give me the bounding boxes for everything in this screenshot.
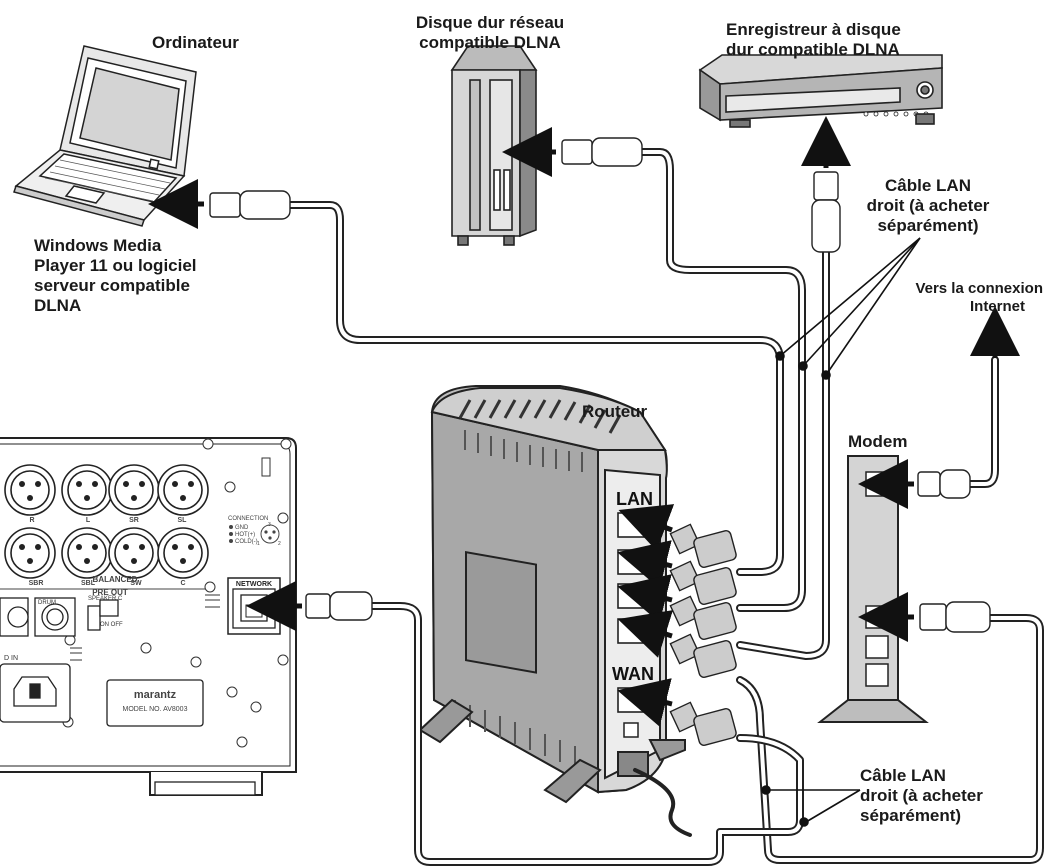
cable-label-bottom: Câble LAN droit (à acheter séparément) xyxy=(860,766,983,826)
internet-label-line: Internet xyxy=(969,298,1025,315)
svg-text:SPEAKER C: SPEAKER C xyxy=(88,596,123,602)
xlr-label: SL xyxy=(178,517,188,524)
svg-text:ON OFF: ON OFF xyxy=(100,622,123,628)
nas-label: Disque dur réseau compatible DLNA xyxy=(395,13,585,53)
cable-label-line: séparément) xyxy=(860,806,962,825)
hdd-recorder xyxy=(698,54,943,128)
av-receiver-rear-panel: R L SR SL SBR SBL SW C BALANCED PRE OUT … xyxy=(0,437,297,796)
xlr-label: SBL xyxy=(81,580,96,587)
xlr-label: SR xyxy=(129,517,139,524)
svg-text:CONNECTION: CONNECTION xyxy=(228,516,268,522)
svg-text:2: 2 xyxy=(278,541,281,547)
connection-info: CONNECTION GND HOT(+) COLD(-) 1 2 3 xyxy=(228,516,281,547)
label-leader-lines xyxy=(761,237,921,827)
router-plug xyxy=(669,523,737,746)
xlr-label: SW xyxy=(130,580,142,587)
svg-text:D IN: D IN xyxy=(4,655,18,662)
router xyxy=(418,385,686,804)
router-title: Routeur xyxy=(582,402,648,421)
xlr-label: L xyxy=(86,517,91,524)
pre-out-label: PRE OUT xyxy=(92,588,128,597)
brand-logo: marantz xyxy=(134,689,177,701)
internet-label-line: Vers la connexion xyxy=(915,280,1043,297)
network-port-label: NETWORK xyxy=(236,581,272,588)
recorder-label: Enregistreur à disque dur compatible DLN… xyxy=(726,20,901,60)
lan-cables xyxy=(286,148,1044,866)
modem-title: Modem xyxy=(848,432,908,451)
network-hard-disk xyxy=(450,45,538,246)
software-label-line: Player 11 ou logiciel xyxy=(34,256,197,275)
balanced-label: BALANCED xyxy=(93,575,138,584)
software-label-line: DLNA xyxy=(34,296,82,315)
router-wan-label: WAN xyxy=(612,664,654,684)
modem xyxy=(817,455,929,723)
software-label-line: serveur compatible xyxy=(34,276,190,295)
nas-label-line: compatible DLNA xyxy=(419,33,561,52)
svg-text:COLD(-): COLD(-) xyxy=(235,539,258,545)
software-label: Windows Media Player 11 ou logiciel serv… xyxy=(34,236,197,316)
software-label-line: Windows Media xyxy=(34,236,162,255)
svg-text:GND: GND xyxy=(235,525,249,531)
xlr-label: SBR xyxy=(29,580,44,587)
internet-label: Vers la connexion Internet xyxy=(893,280,1043,316)
connection-arrow xyxy=(148,116,1020,727)
svg-text:HOT(+): HOT(+) xyxy=(235,532,255,538)
svg-text:3: 3 xyxy=(268,522,271,528)
cable-label-line: séparément) xyxy=(877,216,979,235)
model-number: MODEL NO. AV8003 xyxy=(123,706,188,713)
router-wan-port[interactable] xyxy=(617,687,649,713)
nas-label-line: Disque dur réseau xyxy=(415,13,565,32)
cable-label-line: Câble LAN xyxy=(860,766,946,785)
computer-label: Ordinateur xyxy=(152,33,239,52)
svg-text:1: 1 xyxy=(257,541,260,547)
cable-label-line: droit (à acheter xyxy=(866,196,990,215)
network-port[interactable]: NETWORK xyxy=(227,577,281,635)
recorder-label-line: Enregistreur à disque xyxy=(726,20,901,39)
xlr-label: C xyxy=(180,580,185,587)
recorder-label-line: dur compatible DLNA xyxy=(726,40,900,59)
lan-plug xyxy=(209,137,991,633)
cable-label-line: droit (à acheter xyxy=(860,786,983,805)
router-lan-label: LAN xyxy=(616,489,653,509)
screw-icon xyxy=(62,438,292,748)
cable-label-top: Câble LAN droit (à acheter séparément) xyxy=(853,176,1003,236)
xlr-connector-row-bottom xyxy=(4,527,209,579)
xlr-label: R xyxy=(29,517,34,524)
cable-label-line: Câble LAN xyxy=(885,176,971,195)
laptop-computer xyxy=(13,45,197,227)
svg-text:DRUM: DRUM xyxy=(38,600,56,606)
xlr-connector-row-top xyxy=(4,464,209,516)
